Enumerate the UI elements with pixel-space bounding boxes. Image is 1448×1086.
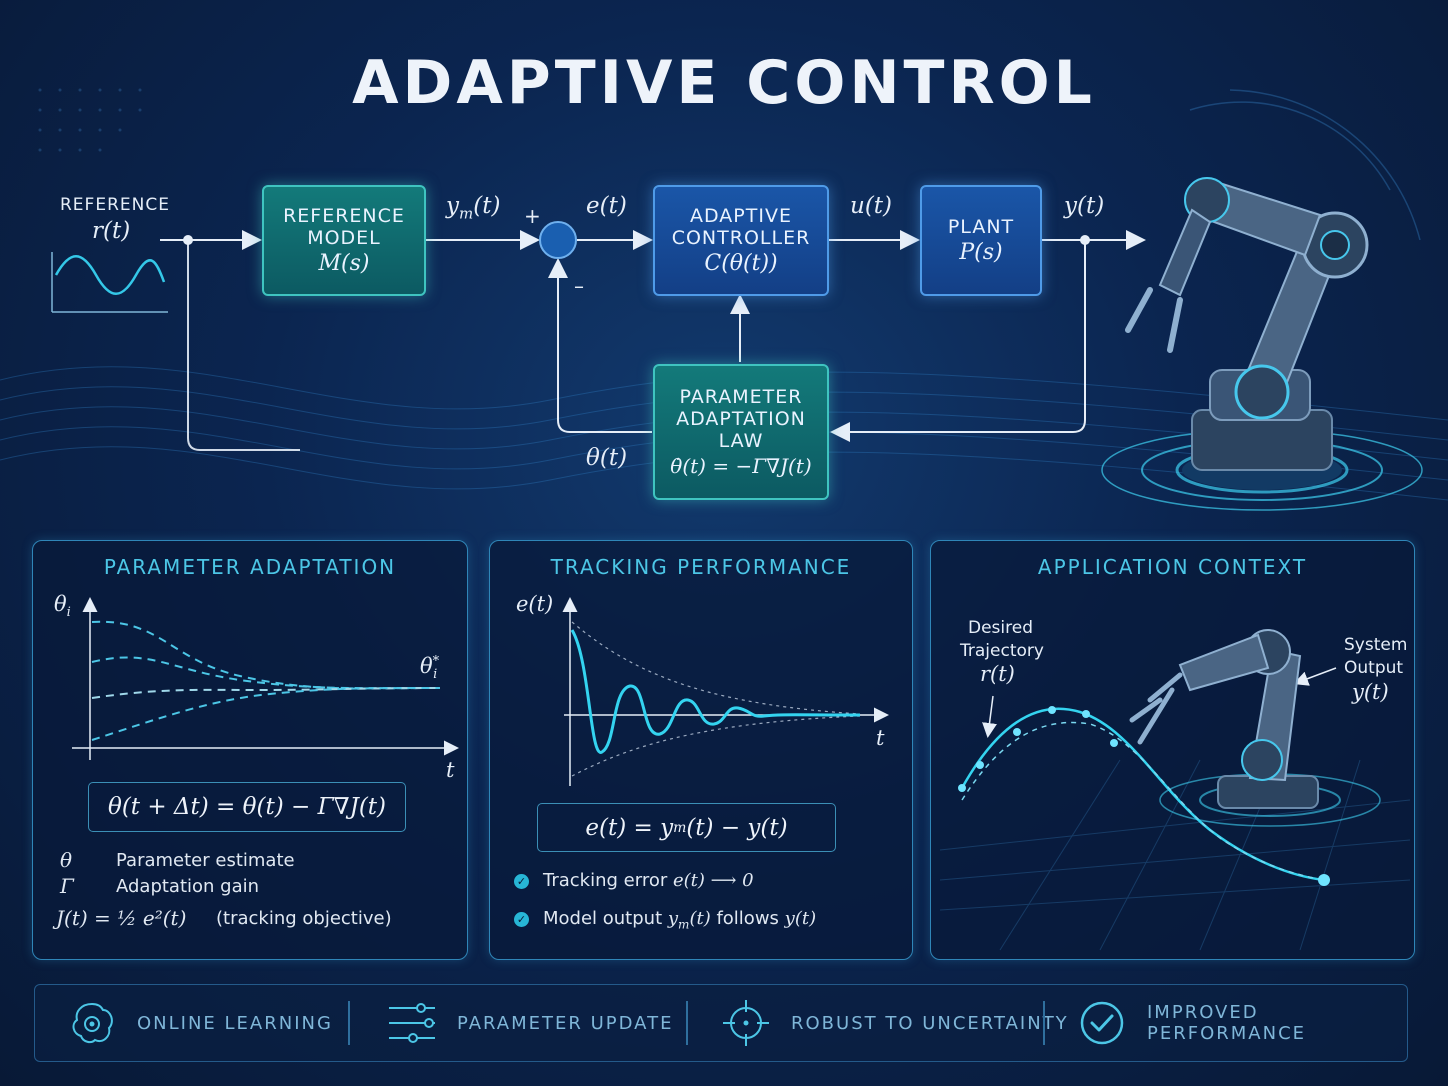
controller-math: C(θ(t))	[704, 251, 778, 276]
tracking-bullet-2: Model output ym(t) follows y(t)	[543, 908, 817, 932]
reference-model-block[interactable]: REFERENCE MODEL M(s)	[262, 185, 426, 296]
parameter-y-axis-label: θi	[54, 592, 71, 621]
plus-sign: +	[524, 204, 542, 228]
brain-gear-icon	[65, 996, 119, 1050]
reference-model-line2: MODEL	[307, 227, 381, 249]
adaptation-line2: ADAPTATION	[676, 408, 806, 430]
adaptation-line3: LAW	[718, 430, 764, 452]
parameter-adaptation-panel: PARAMETER ADAPTATION	[32, 540, 468, 960]
application-panel-title: APPLICATION CONTEXT	[1037, 555, 1308, 579]
page-title: ADAPTIVE CONTROL	[352, 48, 1096, 118]
footer-item-improved: IMPROVED PERFORMANCE	[1075, 985, 1407, 1061]
check-icon: ✓	[514, 874, 529, 889]
control-input-label: u(t)	[850, 193, 893, 219]
controller-line2: CONTROLLER	[671, 227, 811, 249]
tracking-panel-title: TRACKING PERFORMANCE	[550, 555, 852, 579]
plant-block[interactable]: PLANT P(s)	[920, 185, 1042, 296]
desired-trajectory-line2: Trajectory	[960, 641, 1044, 661]
footer-divider	[1043, 1001, 1045, 1045]
system-output-math: y(t)	[1352, 680, 1389, 704]
reference-signal-label: r(t)	[92, 218, 131, 244]
footer-item-robust: ROBUST TO UNCERTAINTY	[719, 985, 1069, 1061]
sliders-icon	[385, 996, 439, 1050]
tracking-x-axis-label: t	[876, 726, 885, 750]
legend-theta-symbol: θ	[60, 848, 73, 872]
footer-item-online-learning: ONLINE LEARNING	[65, 985, 333, 1061]
reference-label: REFERENCE	[60, 195, 170, 215]
theta-label: θ(t)	[586, 445, 628, 471]
adaptive-controller-block[interactable]: ADAPTIVE CONTROLLER C(θ(t))	[653, 185, 829, 296]
system-output-line1: System	[1344, 635, 1408, 655]
footer-divider	[686, 1001, 688, 1045]
feature-footer: ONLINE LEARNING PARAMETER UPDATE ROBUST …	[34, 984, 1408, 1062]
parameter-target-label: θ*i	[420, 654, 440, 683]
tracking-y-axis-label: e(t)	[516, 592, 554, 616]
reference-model-math: M(s)	[318, 251, 370, 276]
footer-label-online-learning: ONLINE LEARNING	[137, 1012, 333, 1034]
plant-line1: PLANT	[947, 216, 1015, 238]
minus-sign: –	[574, 274, 585, 298]
controller-line1: ADAPTIVE	[690, 205, 792, 227]
desired-trajectory-line1: Desired	[968, 618, 1033, 638]
adaptation-math: θ̇(t) = −Γ∇J(t)	[670, 454, 812, 478]
legend-gamma-text: Adaptation gain	[116, 876, 260, 897]
ym-label: ym(t)	[446, 193, 501, 223]
crosshair-icon	[719, 996, 773, 1050]
tracking-bullet-1: Tracking error e(t) ⟶ 0	[543, 870, 754, 891]
parameter-x-axis-label: t	[446, 758, 455, 782]
tracking-performance-panel: TRACKING PERFORMANCE	[489, 540, 913, 960]
footer-label-improved: IMPROVED PERFORMANCE	[1147, 1002, 1307, 1044]
legend-theta-text: Parameter estimate	[116, 850, 295, 871]
adaptation-line1: PARAMETER	[679, 386, 803, 408]
parameter-update-equation: θ(t + Δt) = θ(t) − Γ∇J(t)	[88, 782, 406, 832]
application-context-panel: APPLICATION CONTEXT	[930, 540, 1415, 960]
footer-label-parameter-update: PARAMETER UPDATE	[457, 1012, 674, 1034]
legend-gamma-symbol: Γ	[60, 874, 74, 898]
footer-divider	[348, 1001, 350, 1045]
reference-model-line1: REFERENCE	[283, 205, 405, 227]
desired-trajectory-math: r(t)	[980, 662, 1015, 686]
parameter-panel-title: PARAMETER ADAPTATION	[103, 555, 397, 579]
adaptation-law-block[interactable]: PARAMETER ADAPTATION LAW θ̇(t) = −Γ∇J(t)	[653, 364, 829, 500]
footer-item-parameter-update: PARAMETER UPDATE	[385, 985, 673, 1061]
system-output-line2: Output	[1344, 658, 1404, 678]
legend-objective-text: (tracking objective)	[216, 908, 392, 929]
legend-objective-symbol: J(t) = ½ e²(t)	[56, 906, 187, 930]
check-circle-icon	[1075, 996, 1129, 1050]
plant-math: P(s)	[959, 240, 1003, 265]
error-label: e(t)	[586, 193, 627, 219]
check-icon: ✓	[514, 912, 529, 927]
output-label: y(t)	[1064, 193, 1105, 219]
footer-label-robust: ROBUST TO UNCERTAINTY	[791, 1012, 1069, 1034]
